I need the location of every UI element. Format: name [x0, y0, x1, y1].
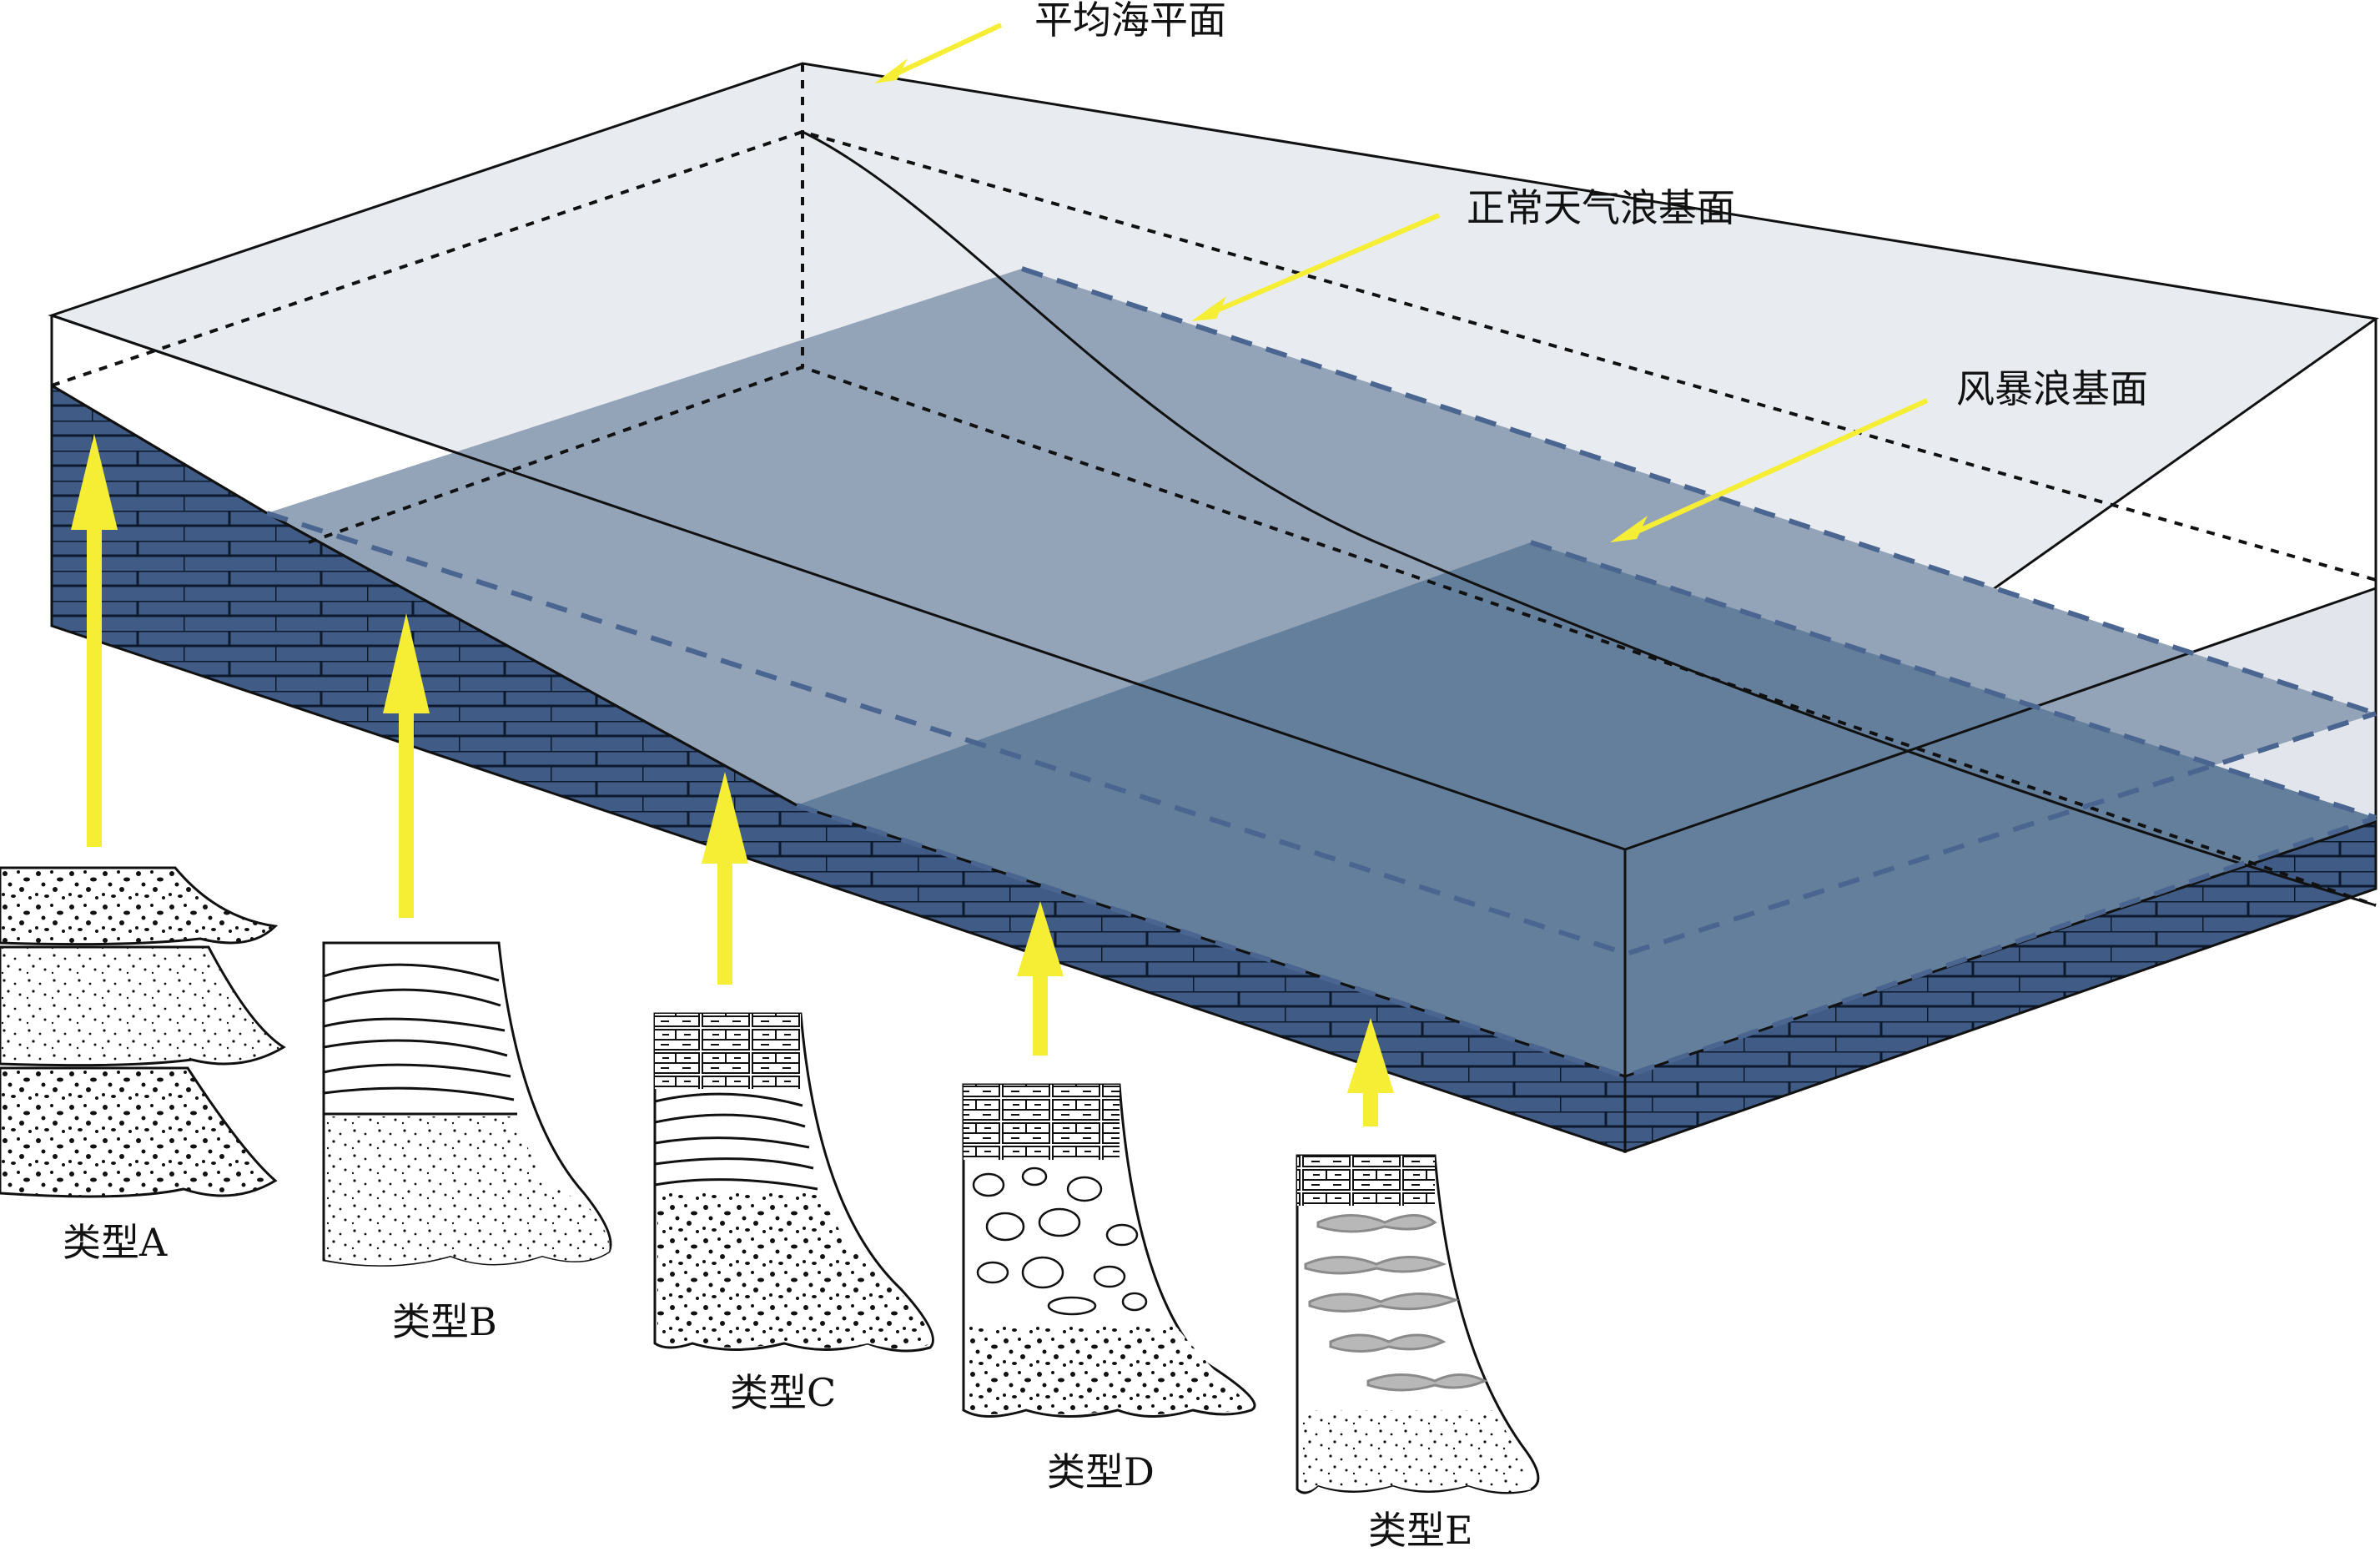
- storm-wave-base-front: [796, 803, 2377, 1080]
- column-e-hummocky: [1304, 1214, 1488, 1392]
- column-type-c: 类型C: [653, 1012, 934, 1415]
- column-type-d: 类型D: [962, 1083, 1256, 1494]
- fair-weather-wave-base-front: [266, 511, 2377, 957]
- mean-sea-level-label: 平均海平面: [1034, 0, 1226, 43]
- storm-base-arrowhead: [1610, 516, 1648, 542]
- sea-level-arrowhead: [874, 58, 908, 83]
- fair-weather-arrowhead: [1191, 296, 1226, 321]
- cross-bedding: [323, 963, 515, 1101]
- type-b-label: 类型B: [392, 1299, 497, 1344]
- arrow-type-e: [1347, 1018, 1394, 1126]
- hidden-base-edges: [308, 365, 2377, 907]
- arrow-type-c: [702, 772, 748, 985]
- storm-wave-base-line: [1530, 540, 2377, 820]
- shelf-zone-deep: [797, 542, 2376, 1076]
- arrow-type-a: [71, 434, 118, 847]
- sea-level-pointer: [883, 23, 1003, 82]
- position-arrows: [71, 434, 1394, 1126]
- column-type-b: 类型B: [322, 941, 612, 1344]
- profile-curve: [802, 130, 2377, 907]
- column-c-bedding: [654, 1092, 818, 1191]
- arrow-type-d: [1017, 901, 1064, 1056]
- cross-section-line: [51, 314, 2377, 851]
- storm-base-pointer: [1621, 398, 1929, 541]
- seabed-profile: [51, 384, 1626, 1078]
- column-d-pebbles: [972, 1167, 1148, 1316]
- block-diagram: [48, 62, 2379, 1154]
- type-a-label: 类型A: [63, 1220, 168, 1265]
- column-type-a: 类型A: [0, 866, 286, 1265]
- type-d-label: 类型D: [1047, 1449, 1155, 1494]
- fair-weather-pointer: [1200, 213, 1441, 320]
- fair-weather-wave-base-label: 正常天气浪基面: [1467, 185, 1735, 230]
- type-c-label: 类型C: [730, 1370, 836, 1415]
- storm-wave-base-label: 风暴浪基面: [1956, 366, 2148, 411]
- arrow-type-b: [383, 613, 430, 918]
- fair-weather-wave-base-line: [1021, 266, 2377, 716]
- annotation-labels: 平均海平面 正常天气浪基面 风暴浪基面: [874, 0, 2148, 542]
- column-type-e: 类型E: [1296, 1154, 1540, 1552]
- type-e-label: 类型E: [1368, 1508, 1473, 1552]
